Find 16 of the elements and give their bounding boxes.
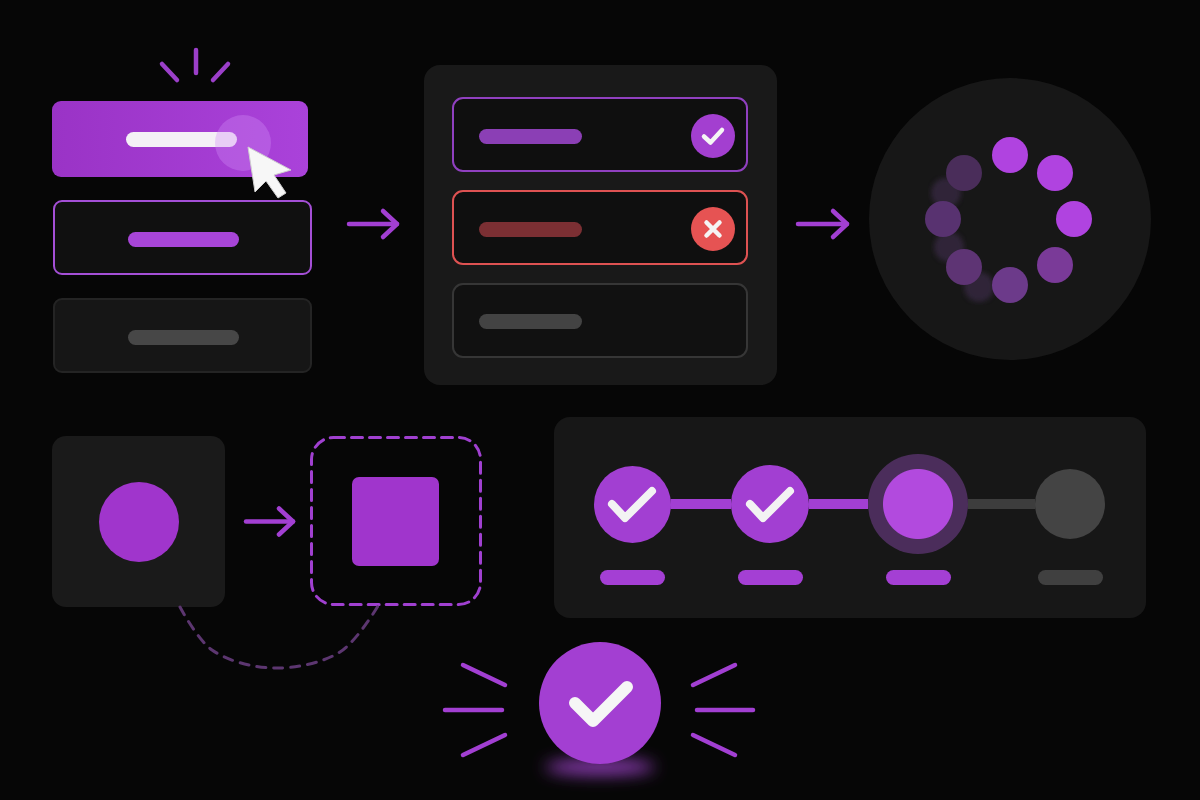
list-panel xyxy=(424,65,777,385)
connector-line xyxy=(670,499,731,509)
dashed-connector xyxy=(178,604,380,670)
error-list-row xyxy=(452,190,748,265)
success-list-row xyxy=(452,97,748,172)
connector-line xyxy=(968,499,1035,509)
connector-line xyxy=(809,499,868,509)
outlined-button xyxy=(53,200,312,275)
disabled-button xyxy=(53,298,312,373)
shape-tile xyxy=(52,436,225,607)
dashed-frame xyxy=(310,436,482,606)
arrow xyxy=(243,506,296,537)
arrow xyxy=(795,208,850,240)
arrow xyxy=(346,208,400,240)
stepper-panel xyxy=(554,417,1146,618)
empty-list-row xyxy=(452,283,748,358)
